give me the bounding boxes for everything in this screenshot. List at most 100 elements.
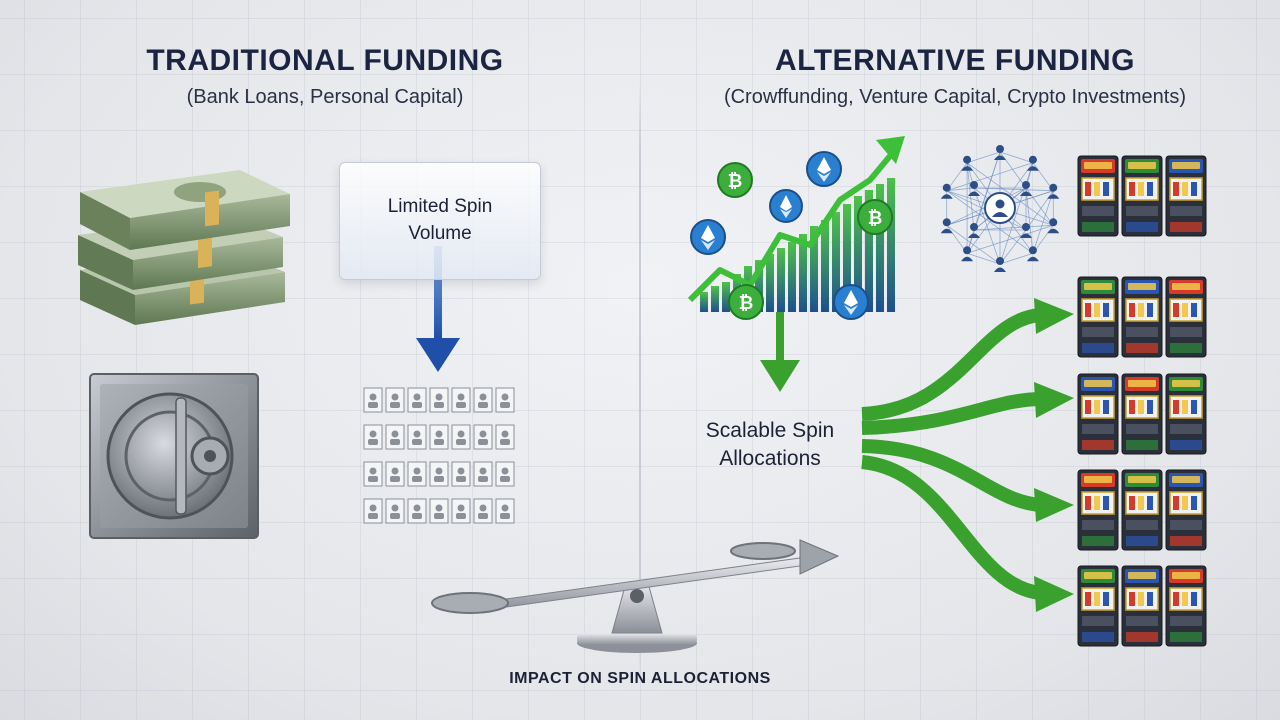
user-tile-icon xyxy=(385,461,405,487)
svg-text:₿: ₿ xyxy=(739,293,754,314)
user-tile-icon xyxy=(429,424,449,450)
investor-node-icon xyxy=(940,183,953,199)
user-tile-icon xyxy=(495,461,515,487)
ethereum-icon xyxy=(769,189,803,223)
limited-spin-volume-box: Limited Spin Volume xyxy=(339,162,541,280)
slot-machine-icon xyxy=(1077,565,1119,647)
user-tile-icon xyxy=(451,387,471,413)
user-tile-icon xyxy=(451,461,471,487)
cash-stack-icon xyxy=(78,170,290,325)
investor-node-icon xyxy=(1026,246,1039,262)
bitcoin-icon: ₿ xyxy=(728,284,764,320)
growth-bar xyxy=(821,220,829,312)
growth-bar xyxy=(711,286,719,312)
green-down-arrow-icon xyxy=(760,312,800,392)
slot-machine-icon xyxy=(1121,276,1163,358)
user-tile-icon xyxy=(429,461,449,487)
bitcoin-icon: ₿ xyxy=(857,199,893,235)
user-tile-icon xyxy=(363,498,383,524)
alternative-subtitle: (Crowffunding, Venture Capital, Crypto I… xyxy=(723,86,1187,108)
investor-node-icon xyxy=(1026,155,1039,171)
growth-bar xyxy=(832,212,840,312)
scalable-spin-allocations-label: Scalable Spin Allocations xyxy=(705,419,835,471)
user-tile-icon xyxy=(495,387,515,413)
user-tile-icon xyxy=(407,461,427,487)
user-tile-icon xyxy=(363,387,383,413)
investor-node-icon xyxy=(1020,223,1032,238)
user-tile-icon xyxy=(473,387,493,413)
user-tile-icon xyxy=(451,424,471,450)
user-tile-icon xyxy=(495,498,515,524)
user-tile-icon xyxy=(407,498,427,524)
growth-bar xyxy=(799,234,807,312)
growth-bar xyxy=(766,254,774,312)
slot-machine-icon xyxy=(1121,469,1163,551)
user-tile-icon xyxy=(473,461,493,487)
ethereum-icon xyxy=(806,151,842,187)
balance-scale-icon xyxy=(431,539,840,653)
user-tile-icon xyxy=(407,387,427,413)
investor-node-icon xyxy=(994,257,1006,272)
slot-machine-icon xyxy=(1165,565,1207,647)
alternative-title: ALTERNATIVE FUNDING xyxy=(774,44,1136,77)
ethereum-icon xyxy=(833,284,869,320)
slot-machine-icon xyxy=(1165,155,1207,237)
bitcoin-icon: ₿ xyxy=(717,162,753,198)
growth-bar xyxy=(887,178,895,312)
user-tile-icon xyxy=(473,424,493,450)
impact-on-spin-allocations-label: IMPACT ON SPIN ALLOCATIONS xyxy=(509,670,771,687)
growth-bar xyxy=(700,292,708,312)
investor-node-icon xyxy=(1047,183,1060,199)
slot-machine-icon xyxy=(1077,469,1119,551)
ethereum-icon xyxy=(690,219,726,255)
investor-node-icon xyxy=(968,223,980,238)
slot-machine-grid xyxy=(1077,155,1207,647)
slot-machine-icon xyxy=(1077,276,1119,358)
growth-bar xyxy=(722,282,730,312)
slot-machine-icon xyxy=(1165,469,1207,551)
investor-node-icon xyxy=(994,145,1006,160)
limited-spin-volume-label: Limited Spin Volume xyxy=(387,196,493,244)
slot-machine-icon xyxy=(1077,155,1119,237)
svg-text:₿: ₿ xyxy=(868,208,883,229)
slot-machine-icon xyxy=(1165,276,1207,358)
user-tile-icon xyxy=(363,461,383,487)
slot-machine-icon xyxy=(1165,373,1207,455)
user-tile-icon xyxy=(385,498,405,524)
fan-arrows xyxy=(861,298,1074,612)
slot-machine-icon xyxy=(1121,565,1163,647)
investor-node-icon xyxy=(1020,181,1032,196)
growth-bar xyxy=(777,248,785,312)
user-tile-icon xyxy=(429,498,449,524)
slot-machine-icon xyxy=(1121,155,1163,237)
svg-text:₿: ₿ xyxy=(728,171,743,192)
user-tile-icon xyxy=(495,424,515,450)
growth-bar xyxy=(755,260,763,312)
growth-bar xyxy=(810,226,818,312)
alternative-heading: ALTERNATIVE FUNDING (Crowffunding, Ventu… xyxy=(660,44,1250,109)
blue-down-arrow-icon xyxy=(416,246,460,372)
investor-hub-icon xyxy=(984,192,1016,224)
user-tile-icon xyxy=(363,424,383,450)
growth-bar xyxy=(865,190,873,312)
investor-node-icon xyxy=(961,155,974,171)
investor-node-icon xyxy=(940,218,953,234)
crypto-growth-chart-icon: ₿ ₿ ₿ xyxy=(687,136,905,320)
user-tile-icon xyxy=(385,387,405,413)
user-tile-icon xyxy=(385,424,405,450)
spin-user-grid xyxy=(363,387,515,524)
section-divider xyxy=(639,80,641,680)
investor-node-icon xyxy=(961,246,974,262)
user-tile-icon xyxy=(429,387,449,413)
investor-network-icon xyxy=(940,145,1060,272)
traditional-title: TRADITIONAL FUNDING xyxy=(146,44,504,77)
slot-machine-icon xyxy=(1077,373,1119,455)
growth-bar xyxy=(843,204,851,312)
slot-machine-icon xyxy=(1121,373,1163,455)
user-tile-icon xyxy=(473,498,493,524)
growth-bar xyxy=(854,196,862,312)
user-tile-icon xyxy=(451,498,471,524)
growth-bar xyxy=(876,184,884,312)
investor-node-icon xyxy=(968,181,980,196)
